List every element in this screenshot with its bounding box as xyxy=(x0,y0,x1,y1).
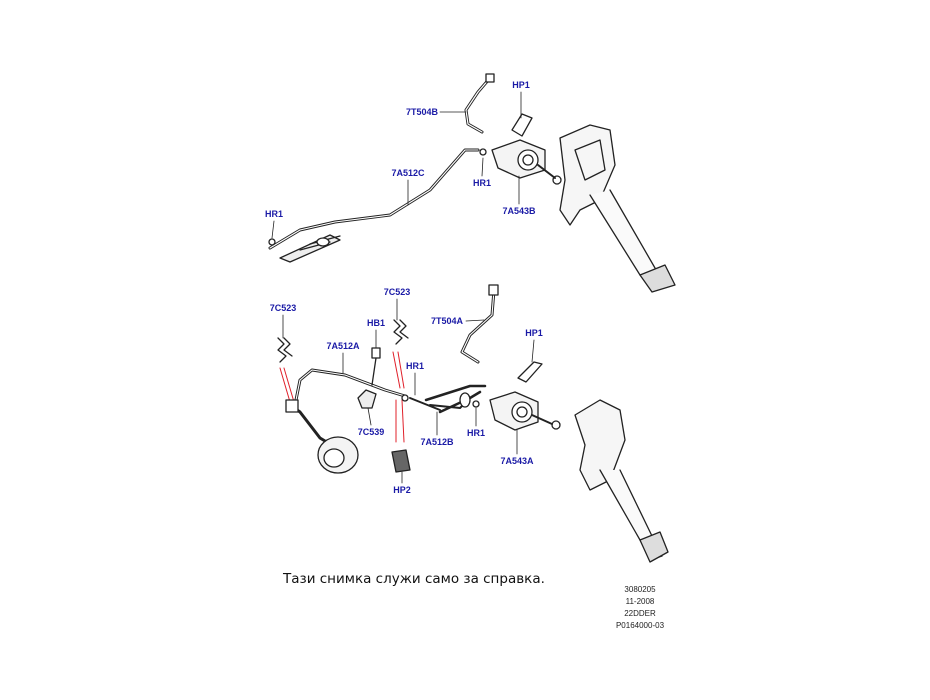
callout-hr1-lower-right[interactable]: HR1 xyxy=(466,428,486,438)
callout-7c523-right[interactable]: 7C523 xyxy=(383,287,411,297)
callout-7a543a[interactable]: 7A543A xyxy=(500,456,534,466)
callout-hp2[interactable]: HP2 xyxy=(393,485,411,495)
callout-hr1-lower-left[interactable]: HR1 xyxy=(405,361,425,371)
callout-hr1-upper-left[interactable]: HR1 xyxy=(264,209,284,219)
callout-7a543b[interactable]: 7A543B xyxy=(502,206,536,216)
reference-codes: 3080205 11-2008 22DDER P0164000-03 xyxy=(612,584,668,632)
illustration-number: P0164000-03 xyxy=(615,621,665,630)
reference-date: 11-2008 xyxy=(625,597,655,606)
reference-code: 22DDER xyxy=(624,609,656,618)
callout-7a512b[interactable]: 7A512B xyxy=(420,437,454,447)
lower-assembly-art xyxy=(277,284,669,563)
callout-7c523-left[interactable]: 7C523 xyxy=(269,303,297,313)
reference-only-disclaimer: Тази снимка служи само за справка. xyxy=(283,571,545,587)
callout-leaders xyxy=(271,91,535,484)
callout-hb1[interactable]: HB1 xyxy=(366,318,386,328)
callout-7a512c[interactable]: 7A512C xyxy=(391,168,425,178)
reference-code: 3080205 xyxy=(624,585,656,594)
upper-assembly-art xyxy=(268,73,676,293)
callout-7a512a[interactable]: 7A512A xyxy=(326,341,360,351)
callout-7t504a[interactable]: 7T504A xyxy=(430,316,464,326)
callout-7c539[interactable]: 7C539 xyxy=(357,427,385,437)
callout-hp1-upper[interactable]: HP1 xyxy=(512,80,530,90)
callout-hp1-lower[interactable]: HP1 xyxy=(525,328,543,338)
callout-hr1-upper-right[interactable]: HR1 xyxy=(472,178,492,188)
callout-7t504b[interactable]: 7T504B xyxy=(405,107,439,117)
